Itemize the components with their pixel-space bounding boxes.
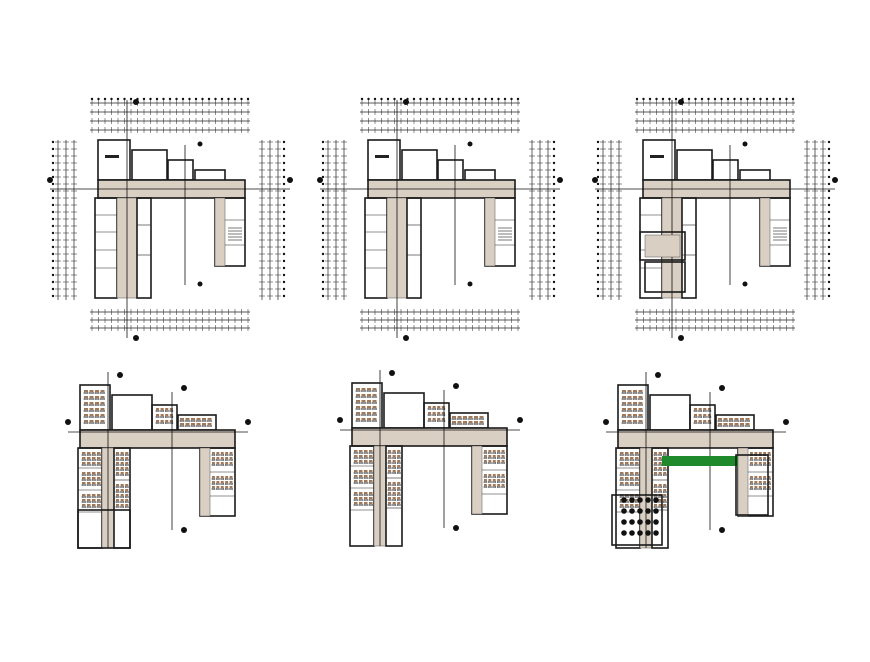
grid-plan-3: [591, 97, 839, 342]
grid-plan-1: [46, 97, 294, 342]
planting-strip: [662, 456, 738, 466]
furnished-plan-1: [64, 371, 252, 549]
auditorium-seating: [77, 509, 131, 549]
entrance-hall: [611, 454, 769, 546]
furnished-plan-3: [602, 371, 790, 549]
furnished-plan-2: [336, 369, 524, 547]
grid-plan-2: [316, 97, 564, 342]
round-tables: [621, 497, 659, 536]
entrance-block: [639, 231, 686, 293]
